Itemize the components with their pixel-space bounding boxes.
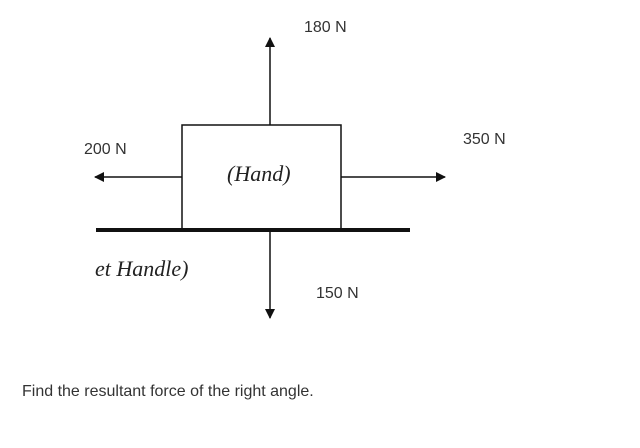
force-label-down: 150 N (316, 285, 359, 302)
force-label-right: 350 N (463, 131, 506, 148)
force-label-up: 180 N (304, 19, 347, 36)
block-label: (Hand) (227, 161, 291, 186)
question-text: Find the resultant force of the right an… (22, 383, 314, 400)
force-label-left: 200 N (84, 141, 127, 158)
surface-label: et Handle) (95, 256, 189, 281)
